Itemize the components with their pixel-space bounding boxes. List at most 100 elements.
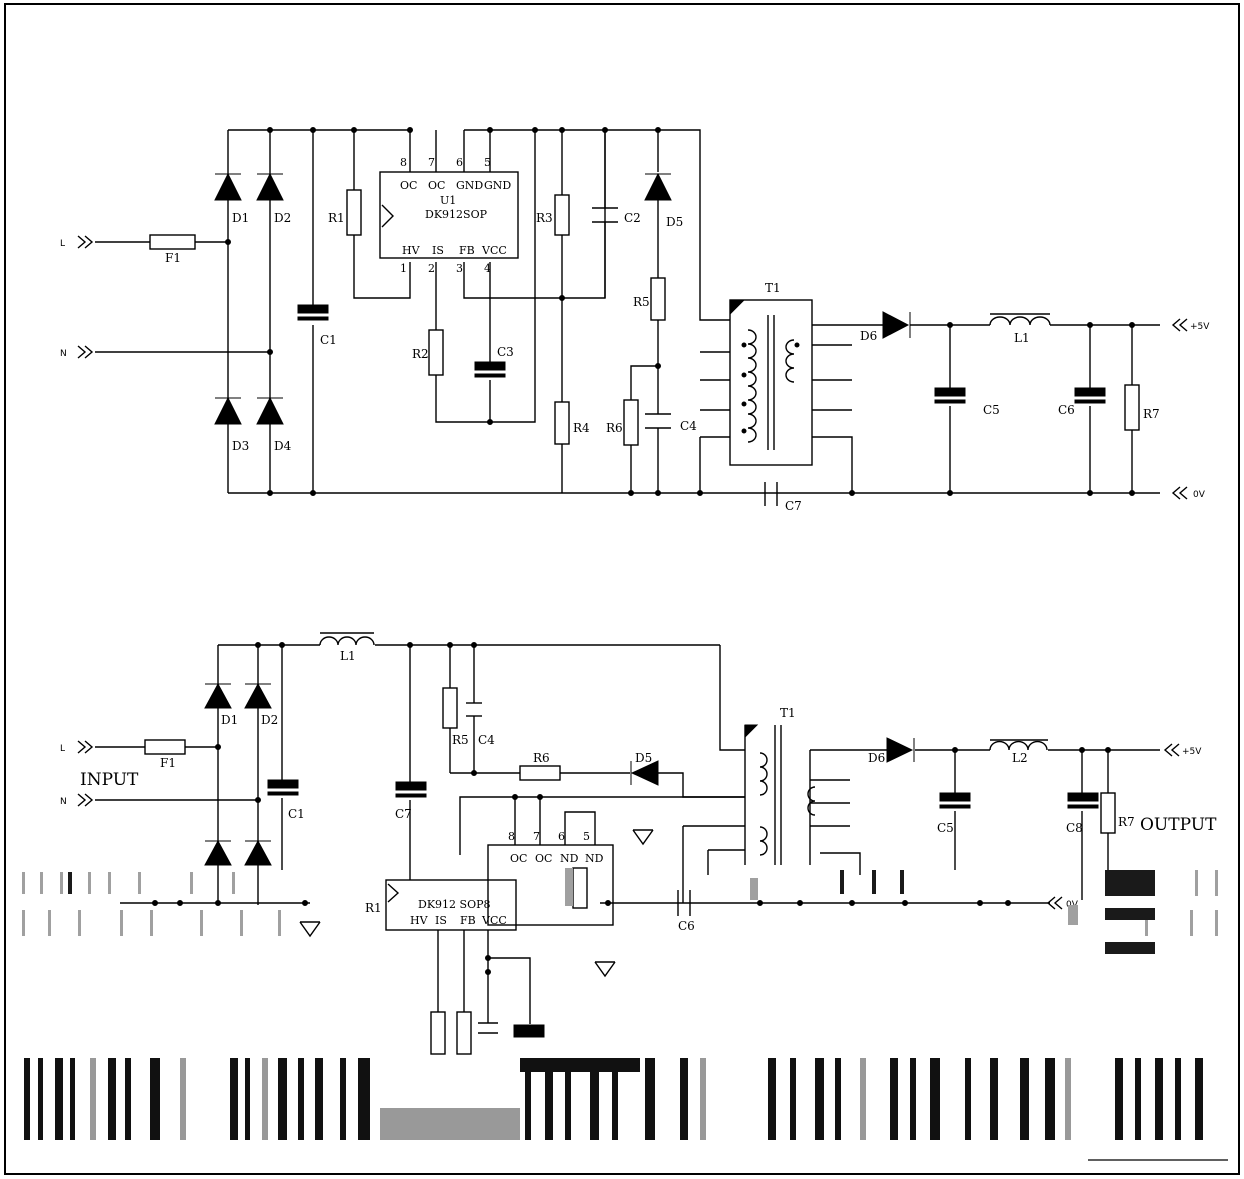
ic-pin: 4: [484, 262, 491, 275]
diode-icon: [204, 839, 232, 866]
output-label: OUTPUT: [1140, 815, 1217, 835]
ic-pin-name: ND: [585, 852, 604, 865]
label-r4: R4: [573, 421, 590, 435]
label-d5: D5: [666, 215, 683, 229]
schematic-frame: [4, 3, 1240, 1175]
ic-pin-name: IS: [435, 914, 447, 927]
ic-pin-name: FB: [460, 914, 476, 927]
label-t1: T1: [765, 281, 781, 295]
label-d4: D4: [274, 439, 292, 453]
label-c5: C5: [983, 403, 1000, 417]
ic-pin: 2: [428, 262, 435, 275]
ic-pin-name: VCC: [481, 244, 507, 257]
ic-pin-name: OC: [535, 852, 552, 865]
label-c1-2: C1: [288, 807, 305, 821]
ic-pin-name: GND: [484, 179, 511, 192]
ic-pin: 8: [400, 156, 407, 169]
ic-pin-name: OC: [400, 179, 417, 192]
diode-icon: [214, 396, 242, 425]
ic-pin-name: ND: [560, 852, 579, 865]
terminal-5v: +5V: [1190, 322, 1210, 332]
label-c8: C8: [1066, 821, 1083, 835]
render-artifacts: [22, 868, 1228, 1161]
label-f1-2: F1: [160, 756, 176, 770]
label-r3: R3: [536, 211, 553, 225]
label-t1-2: T1: [780, 706, 796, 720]
bottom-filled-parts: [152, 642, 1111, 1038]
label-d5-2: D5: [635, 751, 652, 765]
ic-pin-name: OC: [428, 179, 445, 192]
diode-icon: [256, 396, 284, 425]
top-filled-parts: [214, 127, 1135, 496]
terminal-0v: 0V: [1193, 490, 1206, 500]
label-r1-2: R1: [365, 901, 382, 915]
ic-pin-name: HV: [410, 914, 429, 927]
terminal-l: L: [60, 239, 65, 249]
terminal-n: N: [60, 349, 67, 359]
label-r7: R7: [1143, 407, 1160, 421]
label-c6-2: C6: [678, 919, 695, 933]
diode-icon: [256, 172, 284, 201]
label-c4: C4: [680, 419, 697, 433]
label-c2: C2: [624, 211, 641, 225]
label-c5-2: C5: [937, 821, 954, 835]
label-c7-2: C7: [395, 807, 412, 821]
winding-icon: [747, 329, 757, 443]
ic-part-2: DK912 SOP8: [418, 898, 490, 911]
ic-pin: 6: [456, 156, 463, 169]
label-d6: D6: [860, 329, 877, 343]
winding-icon: [759, 752, 768, 796]
diode-icon: [244, 682, 272, 709]
input-label: INPUT: [80, 770, 139, 790]
label-d1-2: D1: [221, 713, 238, 727]
ic-ref: U1: [440, 194, 456, 207]
inductor-icon: [989, 316, 1051, 326]
ic-pin: 7: [428, 156, 435, 169]
label-c4-2: C4: [478, 733, 495, 747]
ic-pin: 5: [484, 156, 491, 169]
label-c7: C7: [785, 499, 802, 513]
label-d1: D1: [232, 211, 249, 225]
ic-pin-name: OC: [510, 852, 527, 865]
label-c6: C6: [1058, 403, 1075, 417]
label-d6-2: D6: [868, 751, 885, 765]
label-c3: C3: [497, 345, 514, 359]
bottom-barcode-strip: [24, 1058, 1203, 1140]
label-r2: R2: [412, 347, 429, 361]
label-r6-2: R6: [533, 751, 550, 765]
terminal-l-2: L: [60, 744, 65, 754]
ic-pin-name: VCC: [481, 914, 507, 927]
top-symbols: [77, 207, 1188, 506]
ic-pin: 1: [400, 262, 407, 275]
inductor-icon: [989, 740, 1048, 751]
label-r7-2: R7: [1118, 815, 1135, 829]
label-d2-2: D2: [261, 713, 278, 727]
label-r5-2: R5: [452, 733, 469, 747]
ic-pin: 3: [456, 262, 463, 275]
terminal-n-2: N: [60, 797, 67, 807]
diode-icon: [244, 839, 272, 866]
diode-icon: [882, 311, 910, 339]
ic-pin-name: IS: [432, 244, 444, 257]
ic-pin: 6: [558, 830, 565, 843]
label-r5: R5: [633, 295, 650, 309]
terminal-5v-2: +5V: [1182, 747, 1202, 757]
top-text: L N +5V 0V F1 D1 D2 D3 D4 C1 R1 R2 C3 R3…: [60, 156, 1210, 513]
ic-pin: 5: [583, 830, 590, 843]
top-schematic: [95, 129, 1160, 494]
inductor-icon: [319, 636, 375, 646]
label-f1: F1: [165, 251, 181, 265]
ic-pin-name: HV: [402, 244, 421, 257]
bottom-schematic: [77, 632, 1180, 1055]
diode-icon: [886, 737, 914, 763]
label-r1: R1: [328, 211, 345, 225]
label-c1: C1: [320, 333, 337, 347]
diode-icon: [644, 172, 672, 201]
ic-pin: 8: [508, 830, 515, 843]
label-d2: D2: [274, 211, 291, 225]
ic-part: DK912SOP: [425, 208, 488, 221]
winding-icon: [759, 826, 768, 856]
label-r6: R6: [606, 421, 623, 435]
diode-icon: [204, 682, 232, 709]
